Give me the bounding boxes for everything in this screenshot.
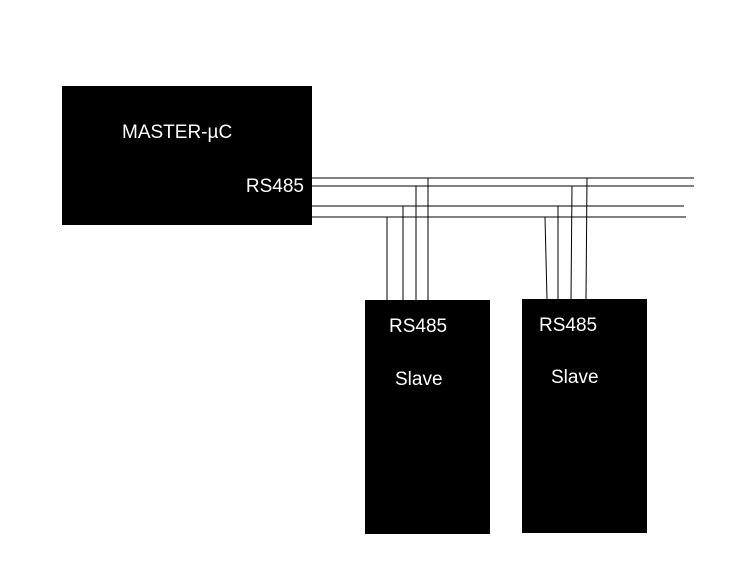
slave-1-rs485-port-label: RS485	[389, 316, 448, 337]
slave-2-drop-4	[585, 177, 588, 300]
slave-block-2: RS485 Slave	[522, 299, 647, 533]
slave-1-title: Slave	[395, 369, 443, 390]
slave-2-drop-1	[544, 216, 548, 300]
master-rs485-port-label: RS485	[245, 176, 304, 197]
slave-block-1: RS485 Slave	[365, 300, 490, 534]
master-title: MASTER-µC	[122, 122, 233, 143]
master-microcontroller-block: MASTER-µC RS485	[62, 86, 312, 225]
slave-2-drop-3	[570, 185, 573, 300]
slave-2-title: Slave	[551, 367, 599, 388]
slave-2-rs485-port-label: RS485	[539, 315, 598, 336]
